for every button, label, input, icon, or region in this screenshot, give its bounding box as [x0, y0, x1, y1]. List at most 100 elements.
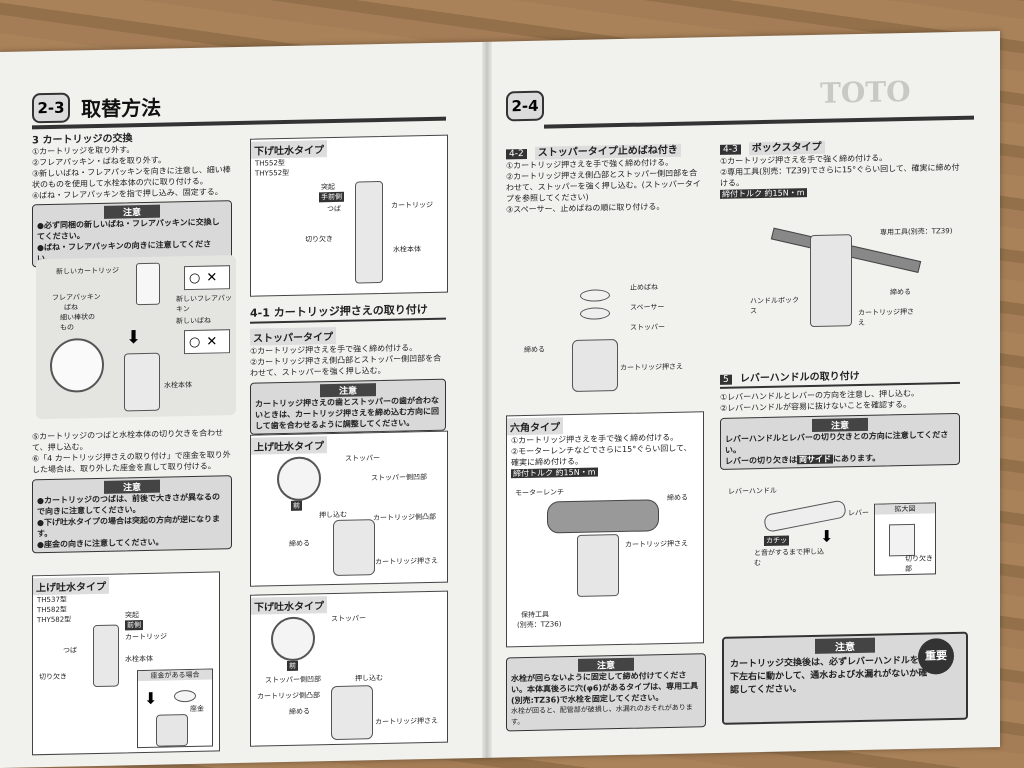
press-shape — [572, 339, 618, 393]
label-new-flare: 新しいフレアパッキン — [176, 294, 232, 314]
note-title: 注意 — [320, 383, 376, 398]
spring-shape — [580, 289, 610, 302]
paper-fold — [482, 41, 492, 758]
cartridge-steps2: ⑤カートリッジのつばと水栓本体の切り欠きを合わせて、押し込む。 ⑥「4 カートリ… — [32, 427, 232, 554]
faucet-body-shape — [124, 352, 160, 412]
label-front: 手前側 — [319, 191, 344, 203]
stopper-top-circle — [277, 456, 321, 502]
section-num: 5 — [720, 374, 732, 385]
brand-watermark: TOTO — [820, 74, 911, 110]
label-tsuba: つば — [63, 646, 77, 655]
press-sage-head: 下げ吐水タイプ — [251, 596, 327, 615]
faucet-body-shape — [156, 714, 188, 747]
lever-handle-shape — [763, 499, 847, 533]
new-cartridge-shape — [136, 262, 160, 306]
lever-section: 5 レバーハンドルの取り付け ①レバーハンドルとレバーの方向を注意し、押し込む。… — [720, 362, 960, 470]
right-header: 2-4 — [506, 90, 544, 122]
stopper-type-head: ストッパータイプ — [250, 326, 336, 346]
down-arrow-icon: ⬇ — [820, 526, 834, 546]
note-title: 注意 — [812, 417, 868, 432]
instruction-sheet: 2-3 取替方法 3 カートリッジの交換 ①カートリッジを取り外す。 ②フレアパ… — [0, 31, 1000, 768]
box-type-illustration: 専用工具(別売：TZ39) ハンドルボックス 締める カートリッジ押さえ — [730, 212, 960, 347]
label-handle-box: ハンドルボックス — [750, 296, 799, 316]
washer-box: 座金がある場合 ⬇ 座金 — [137, 668, 213, 749]
label-tool: 専用工具(別売：TZ39) — [880, 227, 953, 237]
left-header: 2-3 取替方法 — [32, 91, 161, 124]
cartridge-section: 3 カートリッジの交換 ①カートリッジを取り外す。 ②フレアパッキン・ばねを取り… — [32, 127, 232, 268]
cartridge-shape — [355, 180, 383, 284]
label-new-spring: 新しいばね — [176, 316, 211, 326]
label-cartridge: カートリッジ — [125, 632, 167, 642]
box-type-section: 4-3 ボックスタイプ ①カートリッジ押さえを手で強く締め付ける。 ②専用工具(… — [720, 132, 960, 200]
label-press: カートリッジ押さえ — [620, 362, 683, 373]
lever-head: レバーハンドルの取り付け — [739, 370, 860, 385]
label-tighten: 締める — [890, 287, 911, 297]
note-line: レバーの切り欠きは — [725, 455, 797, 466]
age-type-box: 上げ吐水タイプ TH537型 TH582型 THY582型 つば 突起 前側 カ… — [32, 571, 220, 756]
washer-shape — [174, 689, 196, 703]
label-body: 水栓本体 — [164, 380, 192, 390]
faucet-shape — [577, 534, 619, 597]
label-new-cartridge: 新しいカートリッジ — [56, 266, 119, 276]
label-notch: 切り欠き — [305, 235, 333, 244]
label-protrusion: 突起 — [125, 611, 139, 620]
press-step: ②カートリッジ押さえ側凸部とストッパー側凹部を合わせて、ストッパーを強く押し込む… — [250, 353, 442, 378]
label-stopper: ストッパー — [345, 454, 380, 463]
ok-ng-box: ○✕ — [184, 329, 230, 355]
note-title: 注意 — [104, 204, 160, 219]
right-title-rule — [544, 115, 974, 129]
stopper-spring-section: 4-2 ストッパータイプ止めばね付き ①カートリッジ押さえを手で強く締め付ける。… — [506, 137, 702, 215]
note-highlight: 両サイド — [797, 454, 833, 465]
section-num: 4-2 — [506, 148, 527, 160]
stopper-top-circle — [271, 616, 315, 662]
press-age-head: 上げ吐水タイプ — [251, 436, 327, 455]
press-sage-box: 下げ吐水タイプ ストッパー 前 ストッパー側凹部 押し込む カートリッジ側凸部 … — [250, 590, 448, 747]
hex-type-box: 六角タイプ ①カートリッジ押さえを手で強く締め付ける。 ②モーターレンチなどでさ… — [506, 411, 704, 648]
page-badge-right: 2-4 — [506, 90, 544, 122]
label-rod: 細い棒状のもの — [60, 313, 95, 332]
label-hold-code: (別売：TZ36) — [517, 620, 562, 630]
press-shape — [331, 685, 373, 741]
label-cartridge: カートリッジ — [391, 200, 433, 210]
note-line: 水栓が回らないように固定して締め付けてください。本体真後ろに穴(φ6)があるタイ… — [511, 670, 699, 706]
age-type-head: 上げ吐水タイプ — [33, 576, 109, 596]
press-shape — [333, 519, 375, 577]
label-tsuba: つば — [327, 204, 341, 214]
label-front: 前 — [287, 660, 298, 671]
label-front: 前側 — [125, 620, 143, 631]
hex-type-head: 六角タイプ — [507, 417, 563, 436]
label-stopper: ストッパー — [630, 323, 665, 332]
note-line: にあります。 — [833, 453, 881, 464]
press-note: 注意 カートリッジ押さえの歯とストッパーの歯が合わないときは、カートリッジ押さえ… — [250, 378, 446, 435]
label-tighten: 締める — [667, 493, 688, 503]
washer-head: 座金がある場合 — [138, 669, 212, 682]
hex-note: 注意 水栓が回らないように固定して締め付けてください。本体真後ろに穴(φ6)があ… — [506, 653, 706, 732]
cartridge-shape — [93, 624, 119, 688]
stopper-spring-illustration: 止めばね スペーサー ストッパー 締める カートリッジ押さえ — [520, 277, 700, 401]
label-hold-tool: 保持工具 — [521, 610, 549, 620]
label-tighten: 締める — [289, 707, 310, 716]
zoom-box: 拡大図 切り欠き部 — [874, 502, 936, 576]
note-title: 注意 — [578, 657, 634, 672]
lever-illustration: レバーハンドル レバー カチッ と音がするまで押し込む ⬇ 拡大図 切り欠き部 — [724, 476, 960, 591]
label-notch: 切り欠き部 — [905, 554, 933, 574]
lever-notch-shape — [889, 523, 915, 557]
label-handle: レバーハンドル — [728, 486, 777, 496]
note-title: 注意 — [104, 479, 160, 494]
label-spacer: スペーサー — [630, 303, 665, 312]
label-stopper-concave: ストッパー側凹部 — [371, 473, 427, 483]
label-press: カートリッジ押さえ — [375, 556, 438, 567]
label-flare: フレアパッキン — [52, 292, 101, 302]
handle-box-shape — [810, 234, 852, 328]
label-notch: 切り欠き — [39, 672, 67, 682]
press-age-box: 上げ吐水タイプ ストッパー ストッパー側凹部 前 押し込む カートリッジ側凸部 … — [250, 430, 448, 587]
label-tighten: 締める — [524, 345, 545, 355]
label-convex: カートリッジ側凸部 — [257, 691, 320, 701]
note-line: カートリッジ押さえの歯とストッパーの歯が合わないときは、カートリッジ押さえを締め… — [255, 395, 439, 431]
faucet-top-circle — [50, 337, 104, 393]
label-click2: と音がするまで押し込む — [754, 547, 824, 568]
label-spring: 止めばね — [630, 283, 658, 292]
torque-label: 締付トルク 約15N・m — [720, 188, 807, 199]
lever-note: 注意 レバーハンドルとレバーの切り欠きとの方向に注意してください。 レバーの切り… — [720, 412, 960, 470]
label-protrusion: 突起 — [321, 182, 335, 192]
